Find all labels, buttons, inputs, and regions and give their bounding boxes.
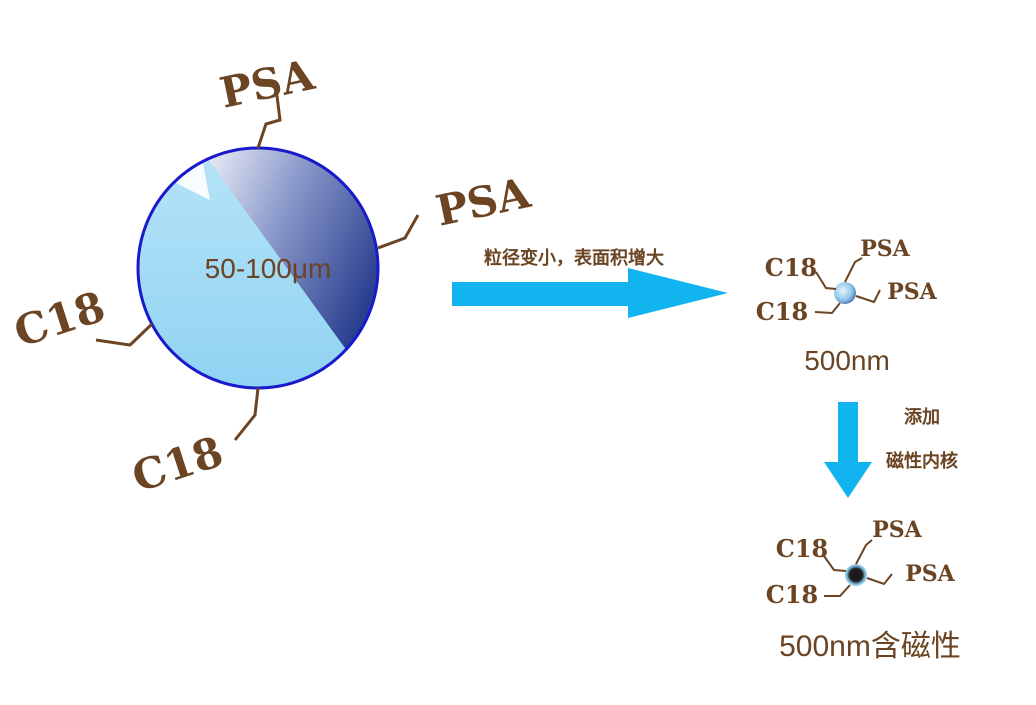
step1-arrow [452, 268, 728, 318]
step2-arrow [824, 402, 872, 498]
small-particle-caption: 500nm [804, 345, 890, 376]
ligand-label: PSA [860, 236, 910, 262]
size-label: 50-100μm [205, 253, 332, 284]
ligand-label: PSA [432, 168, 536, 236]
step2-label-line1: 添加 [904, 406, 940, 428]
ligand-label: PSA [216, 50, 320, 118]
small-particle: PSA PSA C18 C18 [756, 236, 938, 326]
large-particle: 50-100μm PSA PSA C18 C18 [8, 50, 535, 502]
ligand-label: PSA [872, 517, 922, 543]
ligand-label: C18 [126, 427, 229, 502]
ligand-label: C18 [766, 580, 819, 609]
magnetic-particle: PSA PSA C18 C18 [766, 517, 956, 609]
ligand-label: C18 [8, 282, 111, 357]
ligand-label: PSA [887, 279, 937, 305]
small-sphere [834, 282, 856, 304]
ligand-label: PSA [905, 561, 955, 587]
magnetic-particle-caption: 500nm含磁性 [779, 630, 961, 663]
step2-label-line2: 磁性内核 [886, 450, 958, 472]
ligand-label: C18 [756, 297, 809, 326]
large-ligand-psa-top: PSA [216, 50, 320, 149]
large-ligand-c18-bottom: C18 [126, 387, 260, 502]
ligand-label: C18 [776, 534, 829, 563]
magnetic-core [850, 569, 862, 581]
ligand-label: C18 [765, 253, 818, 282]
large-ligand-c18-left: C18 [8, 282, 154, 357]
step1-label: 粒径变小，表面积增大 [484, 247, 664, 269]
large-ligand-psa-right: PSA [377, 168, 536, 250]
